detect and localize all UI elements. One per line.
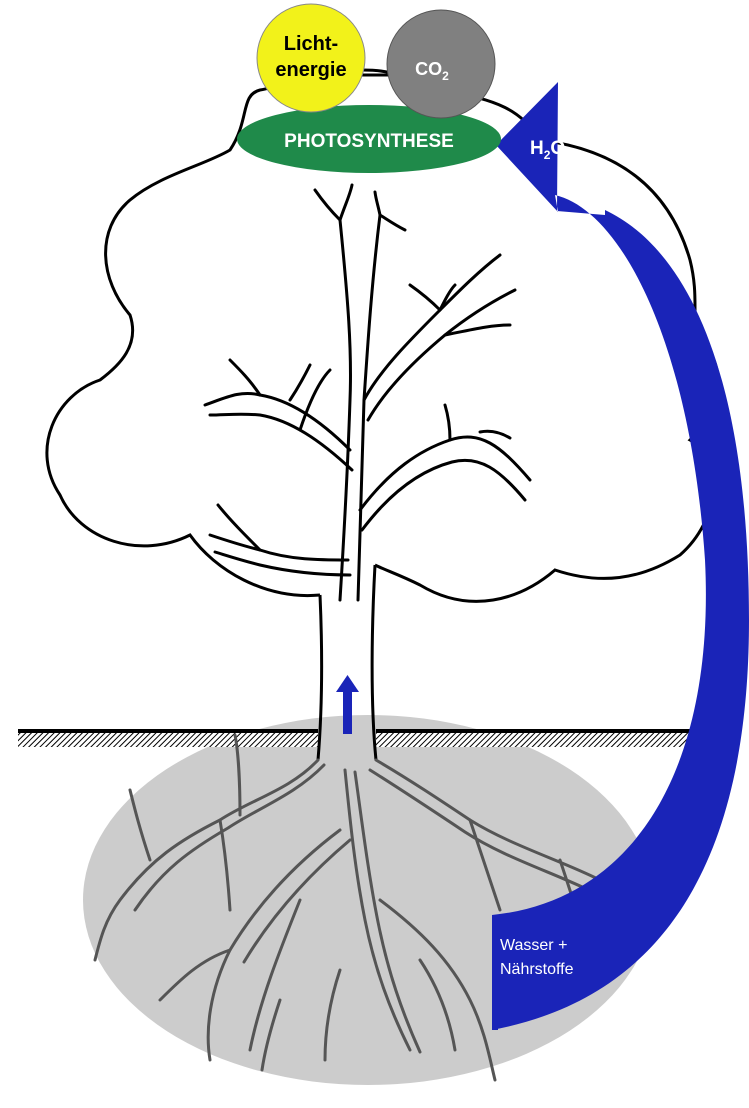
co2-subscript: 2: [442, 69, 449, 83]
photosynthesis-label: PHOTOSYNTHESE: [284, 131, 454, 152]
co2-main: CO: [415, 59, 442, 79]
h2o-h: H: [530, 138, 544, 159]
water-nutrients-label-2: Nährstoffe: [500, 961, 574, 978]
water-nutrients-label-1: Wasser +: [500, 937, 567, 954]
water-arrow-tail: [492, 915, 498, 1030]
h2o-o: O: [550, 138, 565, 159]
tree-branches: [205, 185, 530, 600]
light-energy-circle: [257, 4, 365, 112]
light-energy-label-2: energie: [275, 59, 346, 81]
light-energy-label-1: Licht-: [284, 33, 338, 55]
